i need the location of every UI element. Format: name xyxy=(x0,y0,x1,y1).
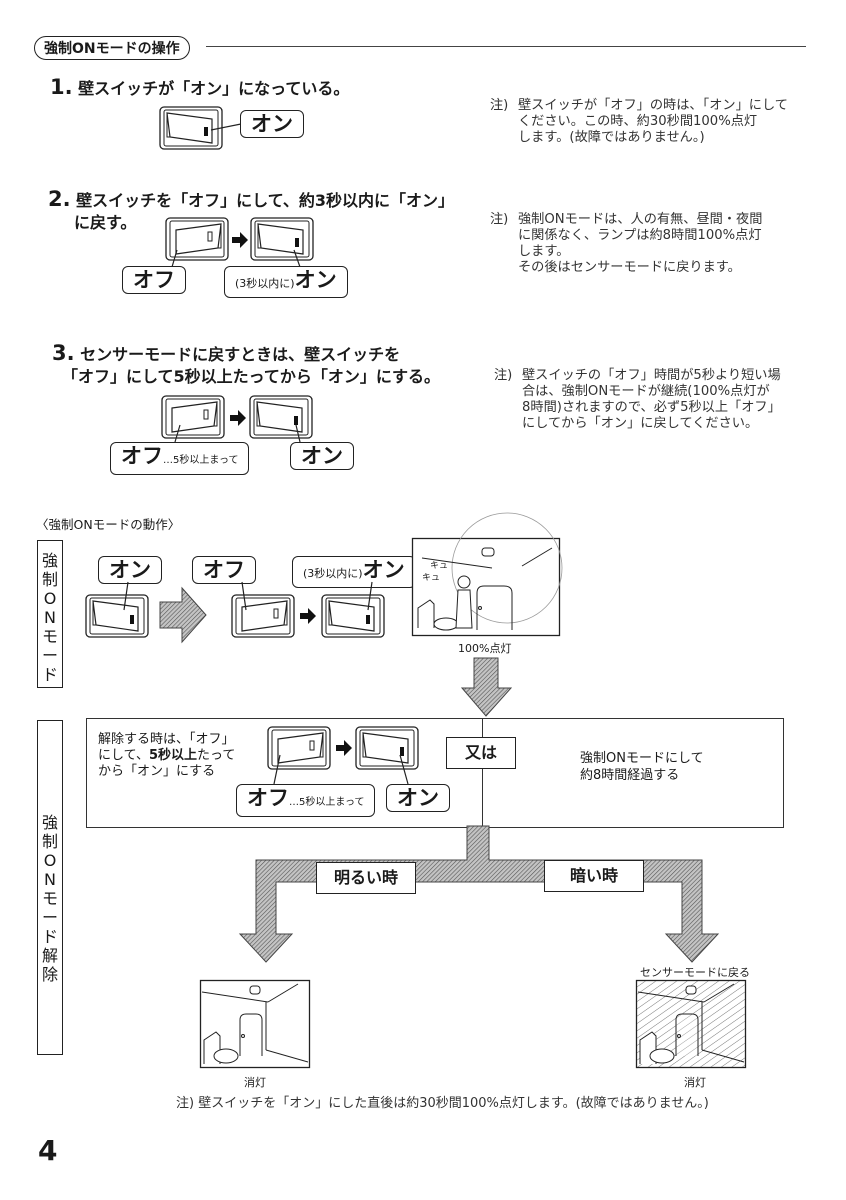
restroom-scene-lit: キュ キュ xyxy=(411,512,563,637)
step-number: 1. xyxy=(50,75,73,99)
vertical-label-char: モ xyxy=(41,627,58,646)
step-1: 1. 壁スイッチが「オン」になっている。 xyxy=(50,76,349,100)
branch-arrows xyxy=(238,825,720,963)
step-text: センサーモードに戻すときは、壁スイッチを xyxy=(80,345,401,364)
person-icon xyxy=(457,575,471,589)
vertical-label-char: N xyxy=(44,608,56,627)
vertical-label-char: ド xyxy=(41,927,58,946)
return-to-sensor-mode: センサーモードに戻る xyxy=(640,966,750,979)
callout-off: オフ xyxy=(122,266,186,294)
note-step-3: 注) 壁スイッチの「オフ」時間が5秒より短い場 合は、強制ONモードが継続(10… xyxy=(494,368,781,431)
callout-leaders xyxy=(273,754,409,785)
caption-100-percent-lit: 100%点灯 xyxy=(458,642,512,655)
vertical-label-char: O xyxy=(43,589,57,608)
note-step-2: 注) 強制ONモードは、人の有無、昼間・夜間 に関係なく、ランプは約8時間100… xyxy=(490,212,763,275)
branch-bright: 明るい時 xyxy=(316,862,416,894)
vertical-label-char: N xyxy=(44,870,56,889)
page-number: 4 xyxy=(38,1134,58,1167)
callout-on-within-3s: (3秒以内に)オン xyxy=(292,556,416,588)
vertical-label-char: 制 xyxy=(41,570,58,589)
callout-leader xyxy=(210,123,242,131)
callout-off-wait-5s: オフ…5秒以上まって xyxy=(110,442,250,475)
footnote: 注) 壁スイッチを「オン」にした直後は約30秒間100%点灯します。(故障ではあ… xyxy=(176,1096,709,1111)
ceiling-light-icon xyxy=(685,985,697,995)
or-label: 又は xyxy=(446,737,516,769)
vertical-label-char: O xyxy=(43,851,57,870)
restroom-scene-off xyxy=(199,979,311,1069)
vertical-label-char: ー xyxy=(41,646,58,665)
restroom-scene-dark xyxy=(635,979,747,1069)
release-instruction: 解除する時は、「オフ」 にして、5秒以上たって から「オン」にする xyxy=(98,732,236,779)
callout-leaders xyxy=(171,249,301,268)
wall-switch-on-icon xyxy=(321,594,385,638)
big-arrow-down-icon xyxy=(460,657,513,717)
big-arrow-right-icon xyxy=(159,586,207,644)
vertical-label-char: 強 xyxy=(41,551,58,570)
caption-light-off: 消灯 xyxy=(684,1076,706,1089)
vertical-label-char: 強 xyxy=(41,813,58,832)
alt-release-text: 強制ONモードにして 約8時間経過する xyxy=(580,751,704,783)
callout-off-wait-5s: オフ…5秒以上まって xyxy=(236,784,376,817)
vertical-label-char: モ xyxy=(41,889,58,908)
vertical-label-char: 解 xyxy=(41,946,58,965)
divider xyxy=(482,718,483,826)
step-text: 壁スイッチが「オン」になっている。 xyxy=(78,79,350,98)
callout-leader xyxy=(241,581,247,611)
callout-leader xyxy=(367,581,373,611)
callout-on: オン xyxy=(386,784,450,812)
callout-leader xyxy=(123,581,129,611)
callout-leaders xyxy=(174,424,301,443)
vertical-label-char: 制 xyxy=(41,832,58,851)
callout-off: オフ xyxy=(192,556,256,584)
step-text: 壁スイッチを「オフ」にして、約3秒以内に「オン」 xyxy=(76,191,455,210)
note-step-1: 注) 壁スイッチが「オフ」の時は、「オン」にして ください。この時、約30秒間1… xyxy=(490,98,788,145)
ceiling-light-icon xyxy=(481,547,495,557)
step-2: 2. 壁スイッチを「オフ」にして、約3秒以内に「オン」 に戻す。 xyxy=(48,187,455,232)
sound-text: キュ xyxy=(430,561,448,571)
branch-dark: 暗い時 xyxy=(544,860,644,892)
callout-on-within-3s: (3秒以内に)オン xyxy=(224,266,348,298)
callout-on: オン xyxy=(240,110,304,138)
vertical-label-char: ー xyxy=(41,908,58,927)
section-title: 強制ONモードの操作 xyxy=(34,36,190,60)
sound-text: キュ xyxy=(422,573,440,583)
diagram-heading: 〈強制ONモードの動作〉 xyxy=(36,517,181,532)
step-3: 3. センサーモードに戻すときは、壁スイッチを 「オフ」にして5秒以上たってから… xyxy=(52,341,441,386)
title-rule xyxy=(206,46,806,47)
vertical-label-char: 除 xyxy=(41,965,58,984)
step-number: 3. xyxy=(52,341,75,365)
callout-on: オン xyxy=(98,556,162,584)
callout-on: オン xyxy=(290,442,354,470)
vertical-label-char: ド xyxy=(41,665,58,684)
arrow-right-icon xyxy=(300,608,316,624)
caption-light-off: 消灯 xyxy=(244,1076,266,1089)
step-number: 2. xyxy=(48,187,71,211)
ceiling-light-icon xyxy=(249,985,261,995)
